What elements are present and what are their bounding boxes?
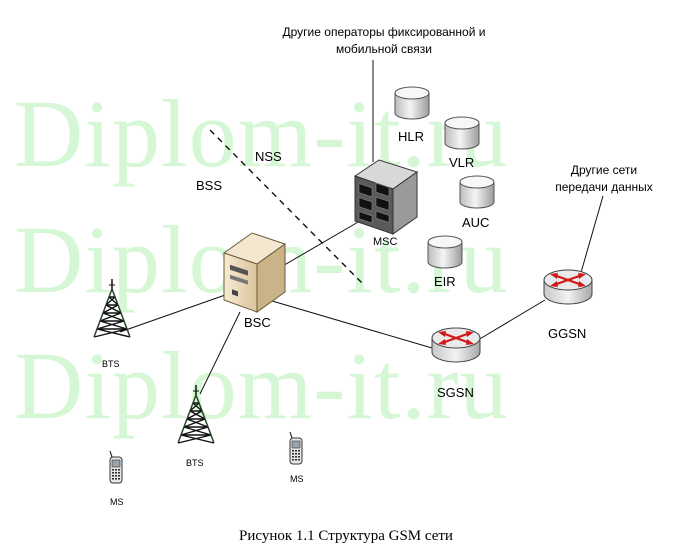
link-bsc-bts1 <box>119 293 229 333</box>
bss-label: BSS <box>196 178 223 193</box>
auc-database-icon <box>459 175 495 209</box>
auc-label: AUC <box>462 215 490 230</box>
ms2-label: MS <box>290 474 304 484</box>
other-operators-line1: Другие операторы фиксированной и <box>282 25 486 39</box>
watermark-line-3: Diplom-it.ru <box>14 332 509 439</box>
hlr-database-icon <box>394 86 430 120</box>
link-sgsn-ggsn <box>477 299 546 341</box>
bts1-label: BTS <box>102 359 120 369</box>
other-operators-note: Другие операторы фиксированной и мобильн… <box>255 24 513 58</box>
ms1-phone-icon <box>109 450 123 484</box>
vlr-database-icon <box>444 116 480 150</box>
other-operators-line2: мобильной связи <box>335 42 433 56</box>
bts1-tower-icon <box>93 278 131 338</box>
ggsn-router-icon <box>542 268 594 306</box>
hlr-label: HLR <box>398 129 425 144</box>
ms2-phone-icon <box>289 431 303 465</box>
msc-switch-icon <box>353 159 419 235</box>
msc-label: MSC <box>373 236 398 248</box>
nss-bss-boundary <box>209 129 363 284</box>
link-bsc-bts2 <box>199 311 241 395</box>
connections <box>119 60 604 395</box>
ms1-label: MS <box>110 497 124 507</box>
sgsn-label: SGSN <box>437 385 474 400</box>
other-networks-line2: передачи данных <box>555 180 653 194</box>
vlr-label: VLR <box>449 155 475 170</box>
other-networks-note: Другие сети передачи данных <box>540 162 668 196</box>
figure-caption: Рисунок 1.1 Структура GSM сети <box>239 528 453 544</box>
link-bsc-sgsn <box>261 297 433 349</box>
ggsn-label: GGSN <box>548 326 587 341</box>
other-networks-line1: Другие сети <box>570 163 638 177</box>
eir-label: EIR <box>434 274 456 289</box>
bts2-tower-icon <box>177 384 215 444</box>
nss-label: NSS <box>255 149 282 164</box>
bts2-label: BTS <box>186 458 204 468</box>
bsc-server-icon <box>222 232 287 313</box>
bsc-label: BSC <box>244 315 271 330</box>
sgsn-router-icon <box>430 326 482 364</box>
link-networks-ggsn <box>579 195 604 277</box>
eir-database-icon <box>427 235 463 269</box>
